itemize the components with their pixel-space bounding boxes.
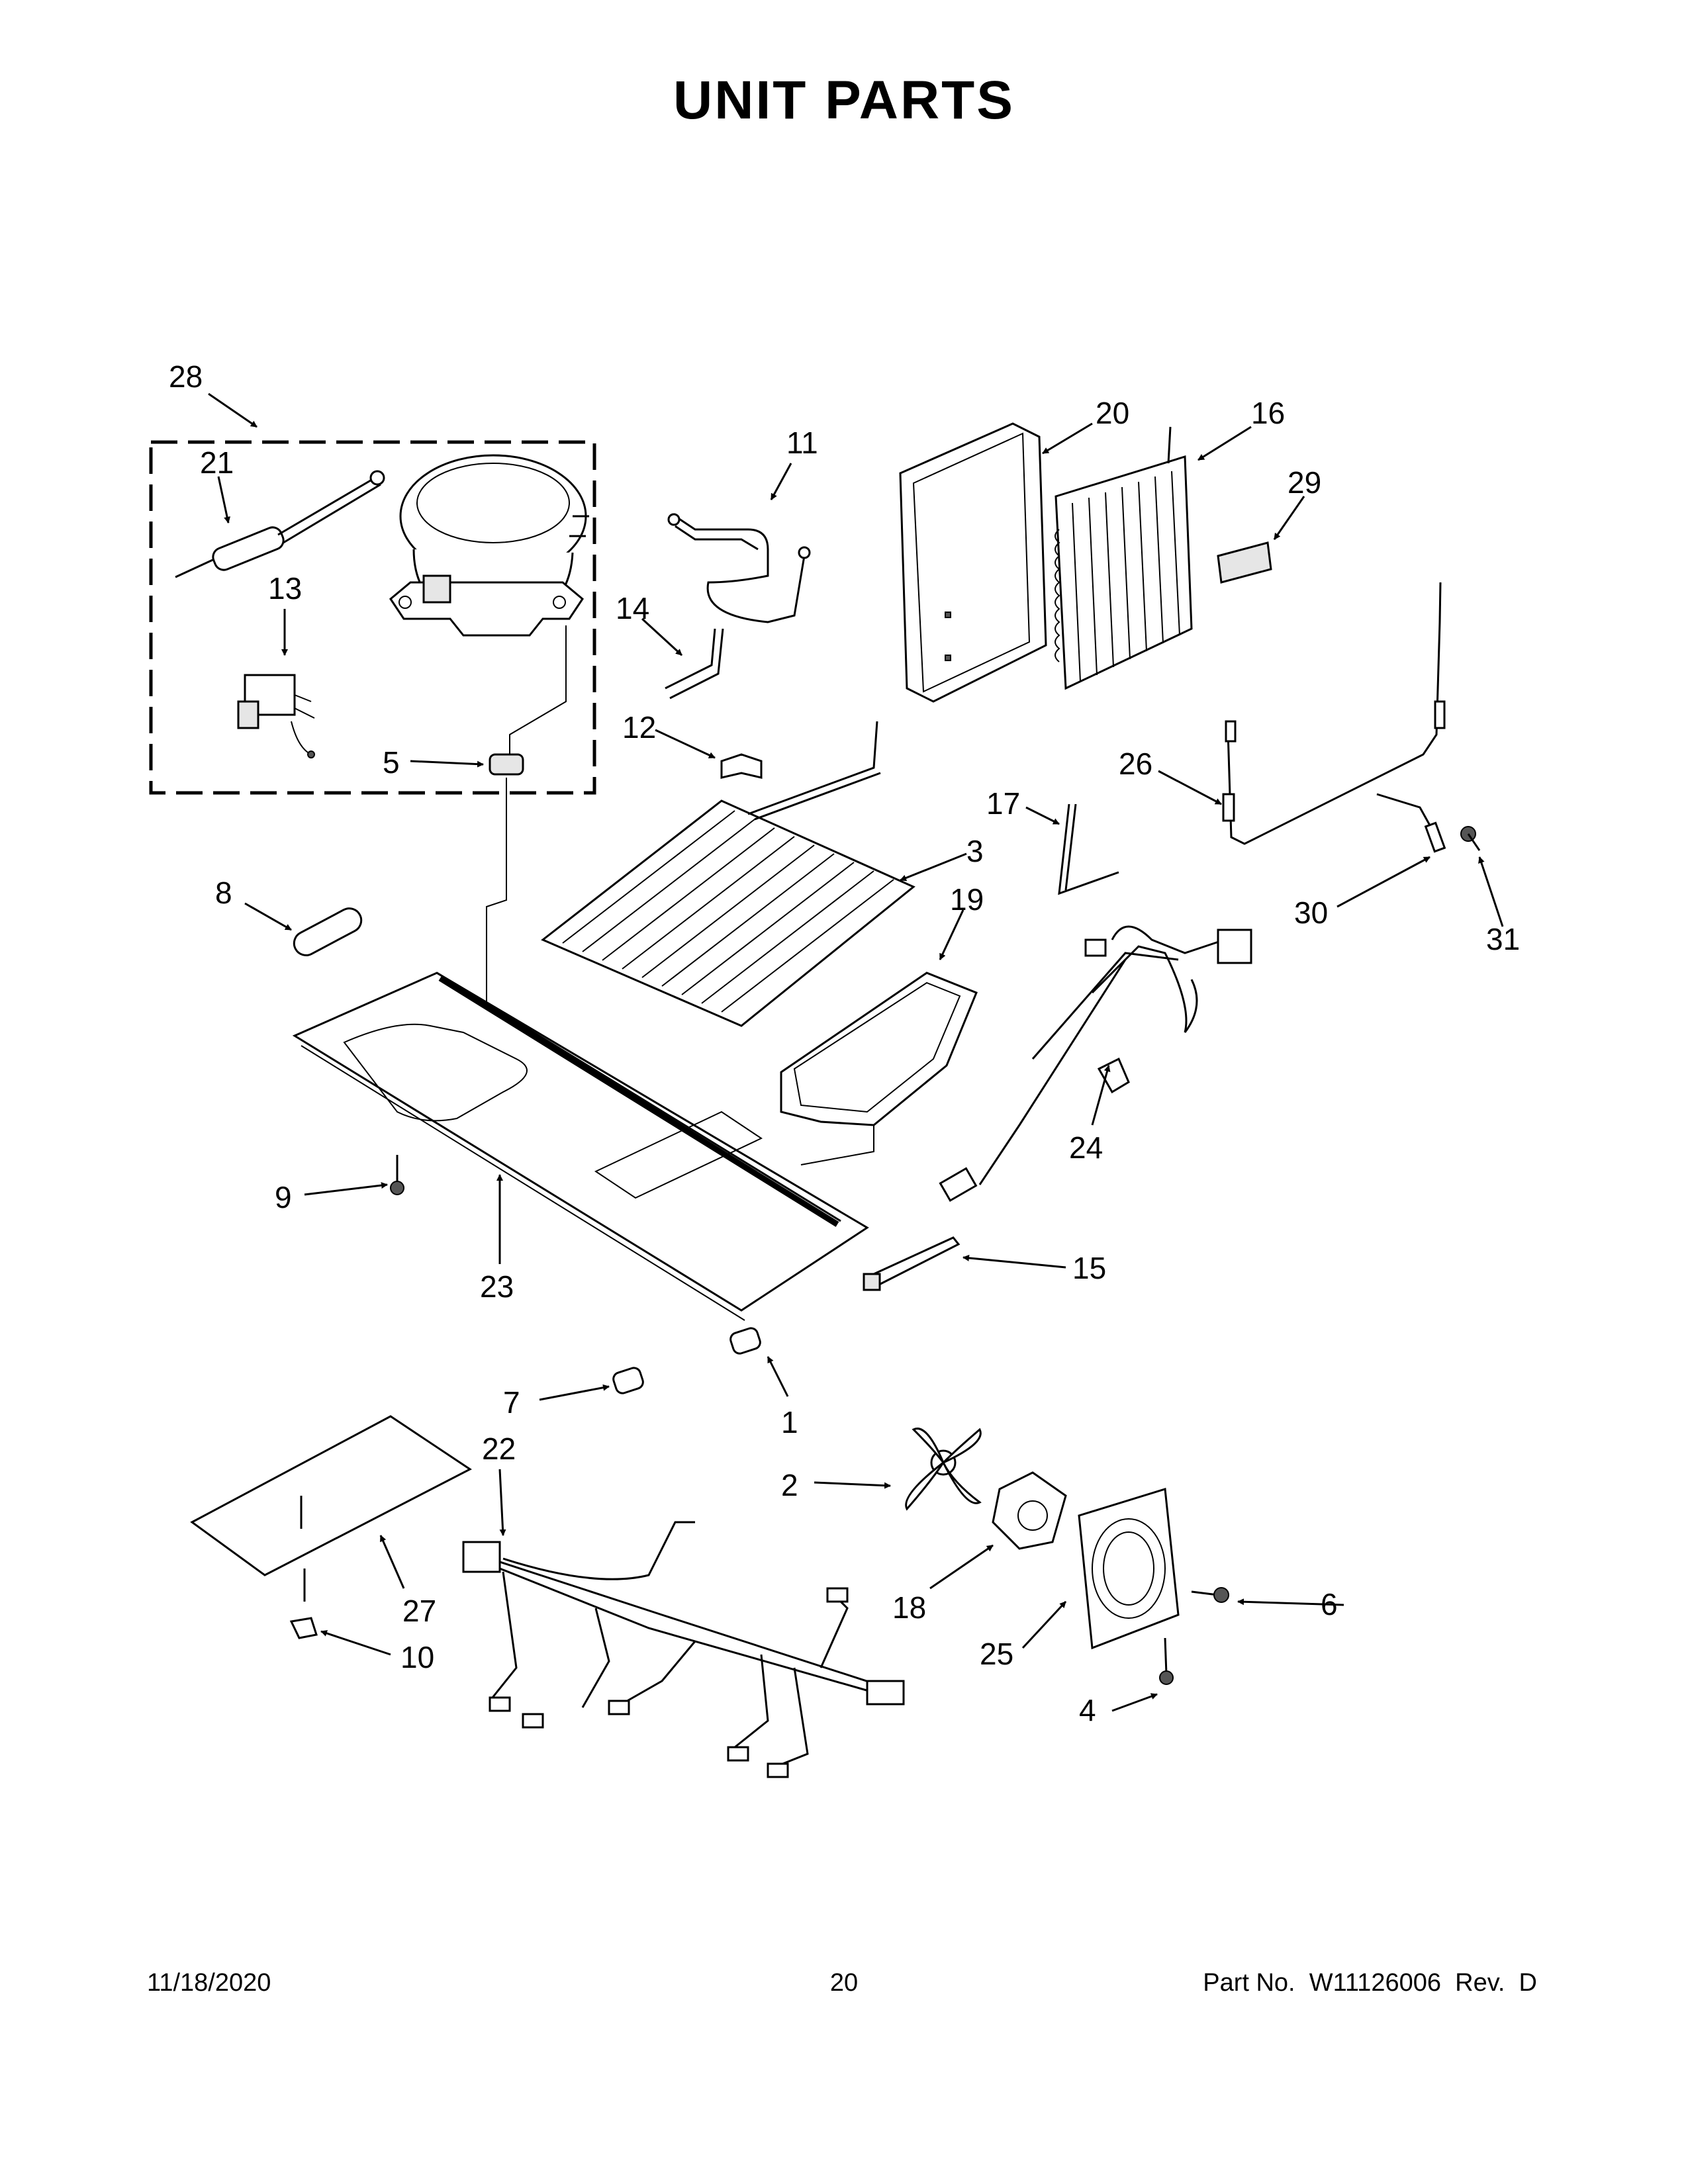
callout-15: 15 [1072,1251,1106,1285]
wiring-harness [462,1521,905,1778]
screw-4 [1159,1637,1174,1685]
callout-17: 17 [986,786,1020,821]
callout-18: 18 [892,1590,926,1625]
callout-8: 8 [215,876,232,910]
callout-16: 16 [1251,396,1285,430]
callout-27: 27 [402,1594,436,1628]
footer-date: 11/18/2020 [147,1969,271,1997]
callout-23: 23 [480,1269,514,1304]
fan-motor [992,1471,1067,1550]
compressor [389,454,589,637]
callout-29: 29 [1288,465,1321,500]
callout-6: 6 [1321,1587,1338,1621]
tube-piece-8 [293,907,363,956]
base-plate [292,972,869,1321]
callout-21: 21 [200,445,234,480]
insulation-sheet [190,1415,472,1602]
start-relay [237,674,315,758]
callout-labels: 28 21 13 5 11 14 12 20 16 29 26 17 3 19 … [169,359,1520,1727]
grommet-7 [612,1367,644,1394]
screw-9 [390,1155,404,1195]
condenser-coil [541,721,915,1027]
callout-7: 7 [503,1385,520,1420]
callout-12: 12 [622,710,656,745]
screw-6 [1191,1587,1229,1603]
evaporator-cover [899,422,1047,703]
footer-page-number: 20 [829,1969,859,1997]
insulation-pad [1217,541,1272,584]
callout-19: 19 [950,882,984,917]
callout-3: 3 [966,834,984,868]
clip-10 [289,1617,318,1639]
screw-31 [1460,826,1481,851]
suction-tube [667,513,811,623]
callout-11: 11 [786,426,818,460]
callout-5: 5 [383,745,400,780]
leader-arrows [208,392,1504,1712]
drain-pan [780,972,978,1165]
footer-part-number: Part No. W11126006 Rev. D [1203,1969,1537,1997]
callout-28: 28 [169,359,203,394]
callout-2: 2 [781,1468,798,1502]
cable-tie [863,1236,961,1291]
grommet-1 [729,1327,761,1355]
callout-4: 4 [1079,1693,1096,1727]
bracket-17 [1058,803,1119,895]
callout-22: 22 [482,1432,516,1466]
fan-shroud [1078,1488,1180,1650]
evaporator-coil [1055,426,1193,690]
callout-10: 10 [400,1640,434,1674]
drain-tube [665,628,724,700]
callout-30: 30 [1294,895,1328,930]
tube-clip [720,753,763,779]
page-title: UNIT PARTS [673,70,1015,130]
filter-drier [175,470,385,578]
callout-24: 24 [1069,1130,1103,1165]
callout-25: 25 [980,1637,1013,1671]
callout-20: 20 [1096,396,1129,430]
grommet [486,625,567,1112]
compressor-assembly-box [149,440,596,795]
defrost-heater-harness [1222,582,1446,853]
callout-13: 13 [268,571,302,606]
callout-26: 26 [1119,747,1152,781]
callout-9: 9 [275,1180,292,1214]
callout-14: 14 [616,591,649,625]
callout-31: 31 [1486,922,1520,956]
fan-blade [905,1428,982,1511]
callout-1: 1 [781,1405,798,1439]
